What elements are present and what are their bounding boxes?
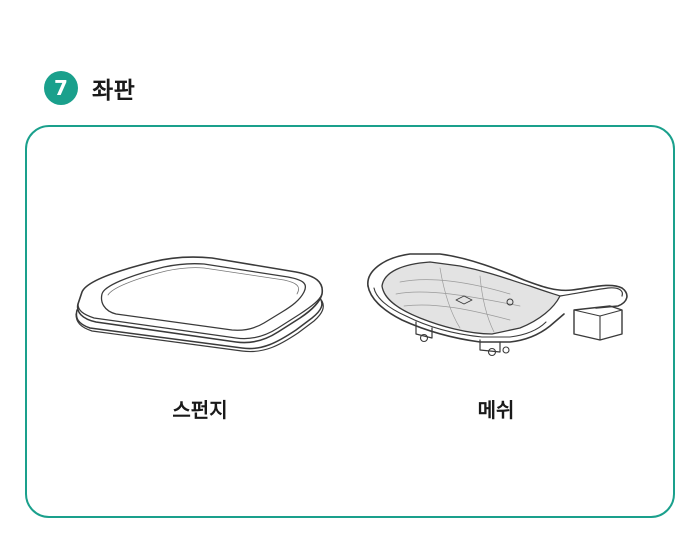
section-header: 7 좌판 (44, 70, 135, 106)
parts-panel: 스펀지 (25, 125, 675, 518)
sponge-seat-pad-icon (72, 252, 328, 362)
part-label-sponge: 스펀지 (172, 398, 228, 422)
section-title: 좌판 (92, 78, 136, 104)
part-label-mesh: 메쉬 (477, 398, 515, 422)
step-number-badge: 7 (44, 71, 78, 105)
mesh-seat-frame-icon (360, 242, 632, 362)
